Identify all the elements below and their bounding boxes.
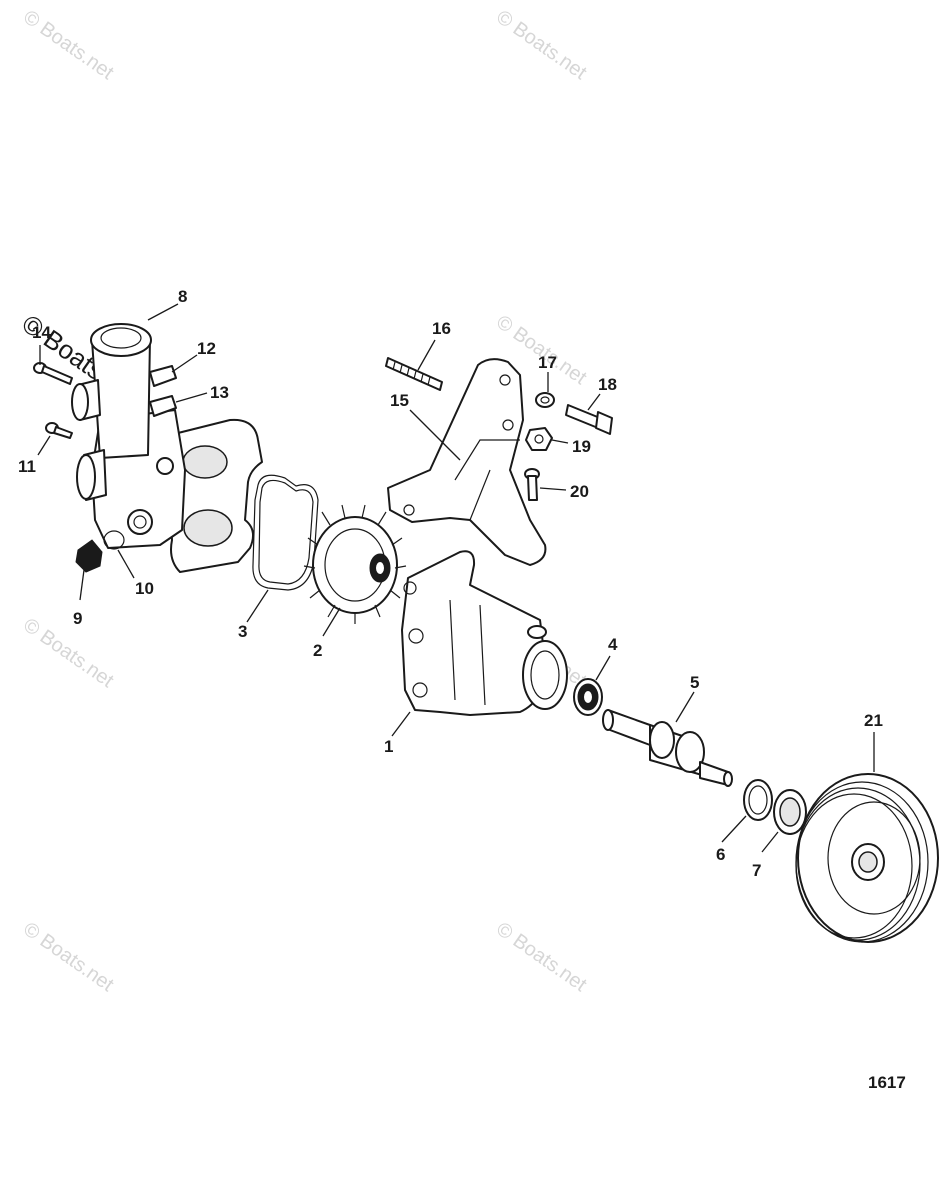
- pump-body: [401, 550, 568, 716]
- callout-19: 19: [572, 437, 591, 456]
- washer: [535, 392, 555, 408]
- callout-20: 20: [570, 482, 589, 501]
- pulley: [795, 773, 939, 943]
- drain-plug: [75, 539, 103, 573]
- thermostat-housing: [71, 323, 263, 573]
- callout-17: 17: [538, 353, 557, 372]
- impeller: [303, 504, 407, 624]
- seal: [773, 789, 807, 835]
- callout-16: 16: [432, 319, 451, 338]
- gasket: [252, 474, 319, 591]
- bearing: [573, 678, 603, 716]
- watermark: © Boats.net: [19, 6, 118, 84]
- callout-18: 18: [598, 375, 617, 394]
- callout-labels: 8 14 12 13 11 10 9 3 2 1 16 15 17 18 19 …: [18, 287, 883, 880]
- callout-10: 10: [135, 579, 154, 598]
- screw-20: [524, 468, 540, 501]
- callout-12: 12: [197, 339, 216, 358]
- callout-5: 5: [690, 673, 699, 692]
- watermark: © Boats.net: [19, 614, 118, 692]
- bracket: [387, 358, 547, 566]
- shaft: [602, 709, 733, 787]
- callout-13: 13: [210, 383, 229, 402]
- callout-1: 1: [384, 737, 393, 756]
- leader-lines: [37, 303, 875, 853]
- watermark: © Boats.net: [492, 918, 591, 996]
- stud: [385, 357, 443, 391]
- callout-2: 2: [313, 641, 322, 660]
- callout-11: 11: [18, 457, 36, 476]
- callout-6: 6: [716, 845, 725, 864]
- retaining-ring-inner: [748, 785, 768, 815]
- nut: [525, 427, 553, 451]
- callout-4: 4: [608, 635, 618, 654]
- callout-3: 3: [238, 622, 247, 641]
- screw-18: [565, 404, 613, 435]
- o-ring: [103, 530, 125, 550]
- callout-14: 14: [32, 323, 51, 342]
- callout-7: 7: [752, 861, 761, 880]
- screw-11: [45, 422, 73, 439]
- diagram-number: 1617: [868, 1073, 906, 1092]
- gasket-inner: [258, 479, 314, 585]
- callout-8: 8: [178, 287, 187, 306]
- callout-9: 9: [73, 609, 82, 628]
- callout-15: 15: [390, 391, 409, 410]
- watermark: © Boats.net: [492, 6, 591, 84]
- callout-21: 21: [864, 711, 883, 730]
- watermark: © Boats.net: [19, 918, 118, 996]
